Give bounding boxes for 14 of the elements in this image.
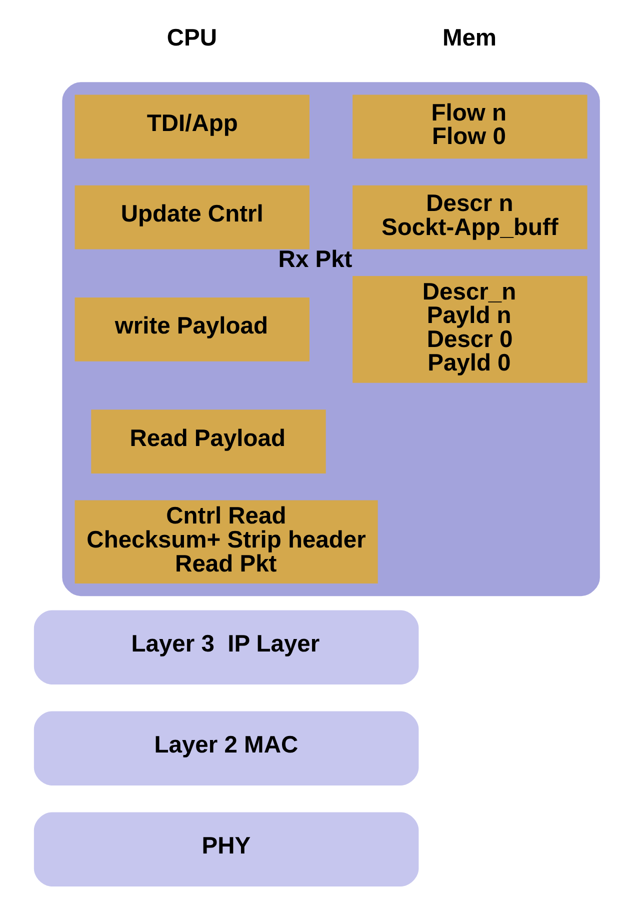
node-box: Layer 3 IP Layer [33, 610, 418, 684]
label: CPU [166, 24, 217, 52]
node-box: PHY [33, 812, 418, 886]
node-box: Update Cntrl [74, 185, 309, 250]
node-box: Read Payload [90, 410, 326, 474]
node-box: Cntrl Read Checksum+ Strip header Read Pkt [74, 500, 378, 584]
node-box: Descr n Sockt-App_buff [352, 185, 587, 250]
node-box: Layer 2 MAC [33, 711, 418, 786]
node-box: TDI/App [74, 94, 309, 159]
node-box: Descr_n Payld n Descr 0 Payld 0 [352, 276, 587, 383]
node-box: Flow n Flow 0 [352, 94, 587, 159]
cluster [62, 82, 600, 596]
node-box: write Payload [74, 298, 309, 362]
label: Mem [442, 24, 496, 52]
